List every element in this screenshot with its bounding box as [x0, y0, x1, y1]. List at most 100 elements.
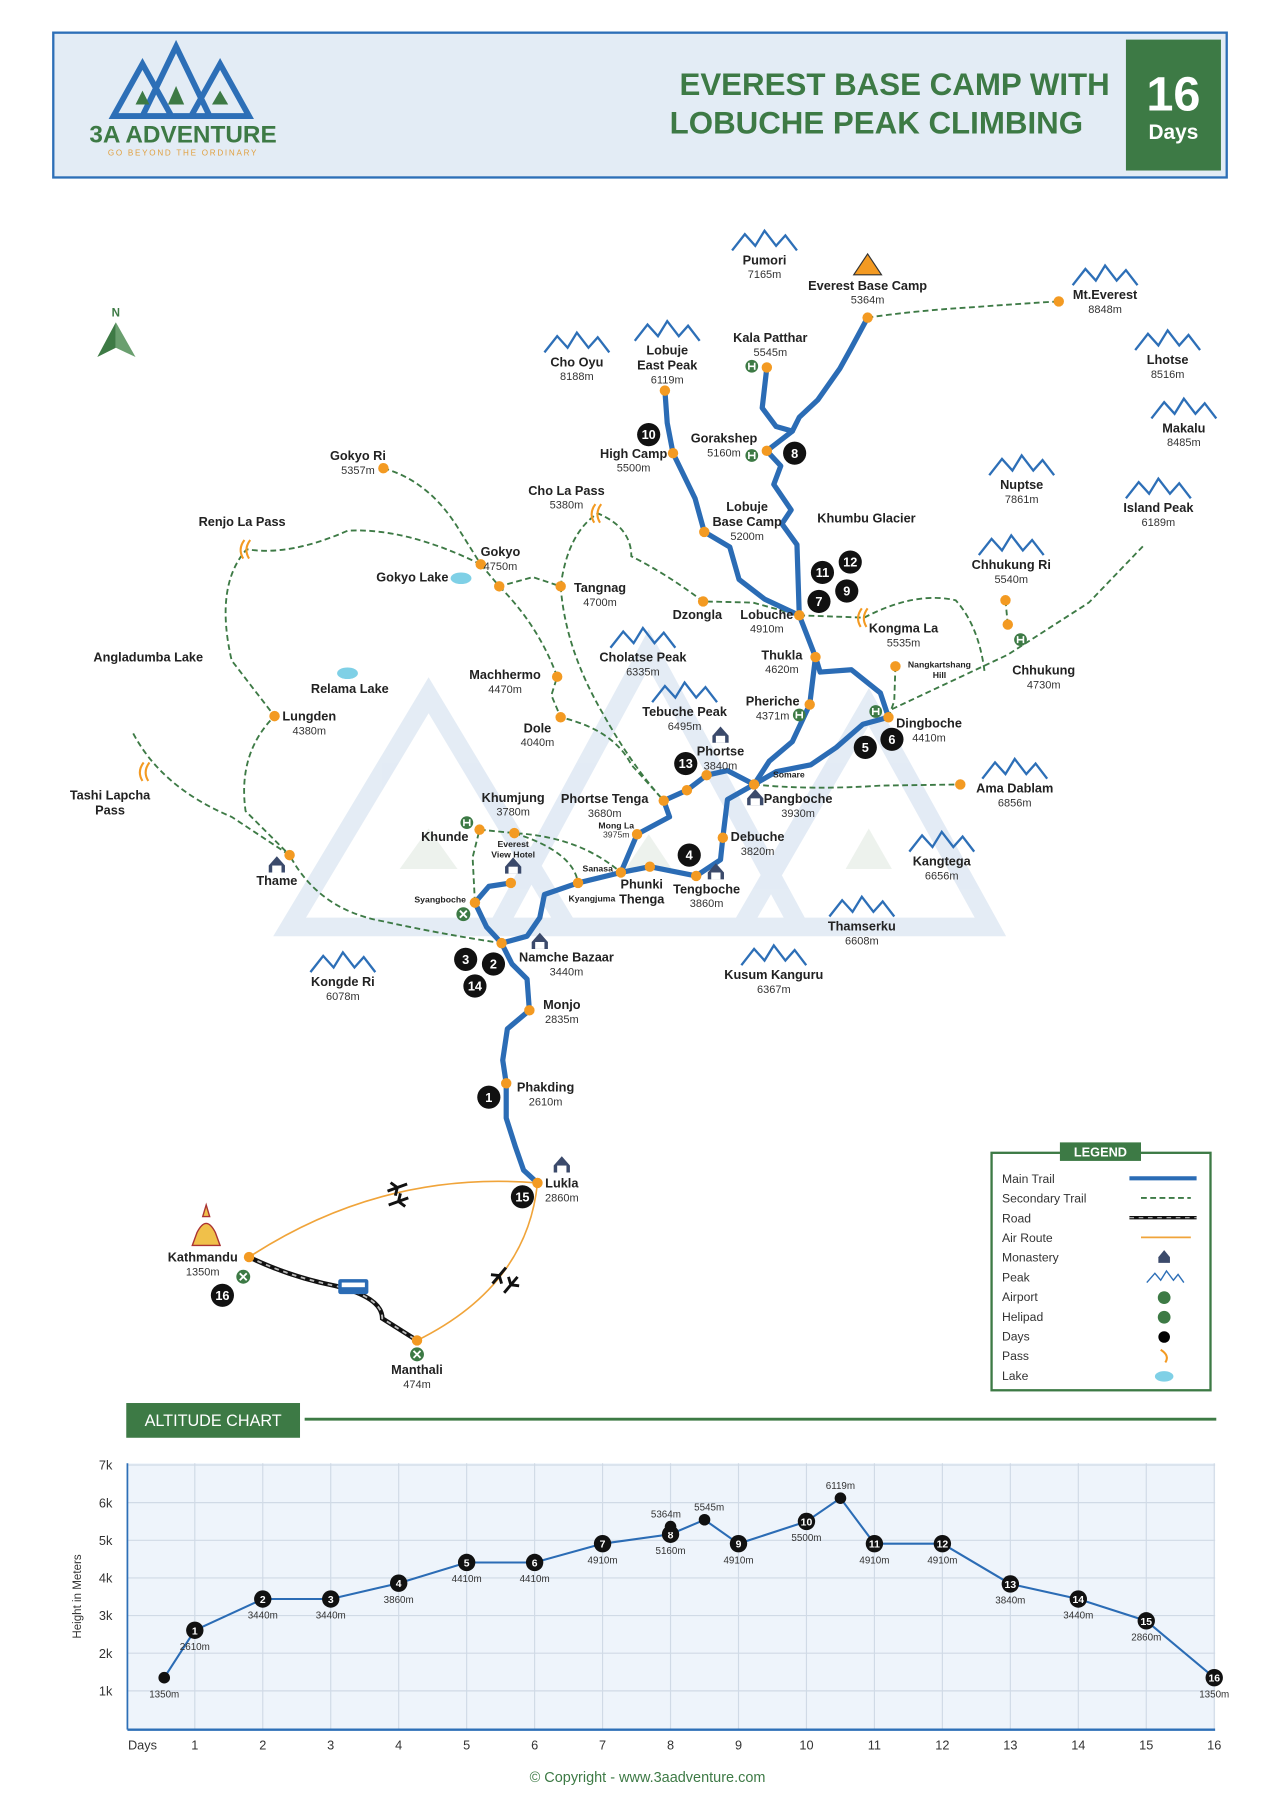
airplane-icon	[490, 1266, 508, 1285]
place-elevation: 4700m	[583, 597, 617, 609]
peak-elevation: 6078m	[326, 991, 360, 1003]
x-tick-label: 13	[1003, 1737, 1017, 1752]
monastery-icon	[505, 857, 522, 874]
secondary-trail	[480, 512, 800, 617]
data-point-marker	[254, 1590, 272, 1608]
x-tick-label: 7	[599, 1737, 606, 1752]
monastery-icon	[272, 865, 282, 873]
location-dot	[555, 712, 566, 723]
secondary-trail	[132, 733, 502, 945]
place-name: View Hotel	[491, 849, 535, 859]
secondary-trail	[867, 300, 1059, 319]
day-number: 9	[843, 584, 850, 599]
data-point-marker	[1205, 1669, 1223, 1687]
monastery-icon	[268, 856, 285, 873]
place-elevation: 5160m	[707, 448, 741, 460]
day-marker: 16	[210, 1283, 234, 1307]
location-dot	[699, 526, 710, 538]
secondary-trail	[799, 597, 986, 673]
x-tick-label: 10	[799, 1737, 813, 1752]
day-marker: 9	[835, 579, 859, 603]
monastery-icon	[535, 941, 545, 949]
place-label: Syangboche	[414, 895, 466, 905]
place-name: Khumbu Glacier	[817, 511, 915, 526]
peak-icon	[1071, 263, 1139, 286]
place-label: Kyangjuma	[569, 893, 616, 903]
location-dot	[284, 849, 295, 861]
legend-label: Days	[1002, 1329, 1030, 1343]
pass-icon	[239, 539, 252, 560]
peak-elevation: 8188m	[560, 371, 594, 383]
place-elevation: 3440m	[550, 967, 584, 979]
location-dot	[955, 779, 966, 790]
road	[248, 1256, 418, 1342]
airplane-icon	[387, 1181, 408, 1197]
location-dot	[890, 661, 901, 672]
location-dot	[411, 1335, 423, 1346]
place-name: Thukla	[761, 647, 803, 662]
data-point-marker	[322, 1590, 340, 1608]
y-tick-label: 7k	[99, 1458, 113, 1473]
x-tick-label: 2	[259, 1737, 266, 1752]
place-name: Thame	[256, 873, 297, 888]
location-dot	[615, 867, 627, 878]
main-trail	[759, 364, 795, 434]
peak-elevation: 6189m	[1142, 517, 1176, 529]
data-point-marker	[698, 1513, 711, 1526]
x-tick-label: 8	[667, 1737, 674, 1752]
day-circle	[637, 423, 661, 447]
peak-icon	[1146, 1269, 1185, 1284]
data-point-day: 13	[1005, 1580, 1017, 1591]
days-number: 16	[1146, 67, 1200, 121]
peak-elevation: 6335m	[626, 667, 660, 679]
location-dot	[658, 795, 669, 806]
copyright: © Copyright - www.3aadventure.com	[530, 1770, 766, 1786]
place-elevation: 4410m	[912, 733, 946, 745]
day-number: 10	[642, 427, 656, 442]
peak-name: Tebuche Peak	[642, 704, 728, 719]
peak-icon	[988, 453, 1056, 476]
chart-title: ALTITUDE CHART	[145, 1412, 282, 1430]
place-elevation: 3840m	[704, 760, 738, 772]
legend-item: Lake	[1002, 1369, 1174, 1383]
data-point-day: 3	[328, 1595, 334, 1606]
place-name: Angladumba Lake	[93, 650, 203, 665]
location-dot	[748, 779, 760, 790]
peak-elevation: 6495m	[668, 721, 702, 733]
location-dot	[717, 832, 729, 843]
day-circle	[810, 560, 835, 585]
location-dot	[681, 785, 693, 796]
x-tick-label: 5	[463, 1737, 470, 1752]
pass-icon	[590, 503, 603, 524]
legend-item: Air Route	[1002, 1231, 1191, 1245]
airplane-icon	[503, 1275, 520, 1294]
place-label: Renjo La Pass	[199, 514, 286, 529]
place-elevation: 3680m	[588, 808, 622, 820]
day-number: 5	[862, 740, 869, 755]
place-name: Pangboche	[764, 791, 833, 806]
place-name: High Camp	[600, 446, 667, 461]
day-circle	[481, 952, 506, 976]
day-circle	[510, 1185, 535, 1209]
place-elevation: 2610m	[529, 1096, 563, 1108]
data-point-day: 14	[1073, 1595, 1085, 1606]
data-point: 6119m	[826, 1481, 855, 1504]
peak-name: Ama Dablam	[976, 781, 1053, 796]
legend-item: Helipad	[1002, 1310, 1171, 1324]
place-name: Phunki	[621, 877, 663, 892]
place-elevation: 3820m	[741, 846, 775, 858]
